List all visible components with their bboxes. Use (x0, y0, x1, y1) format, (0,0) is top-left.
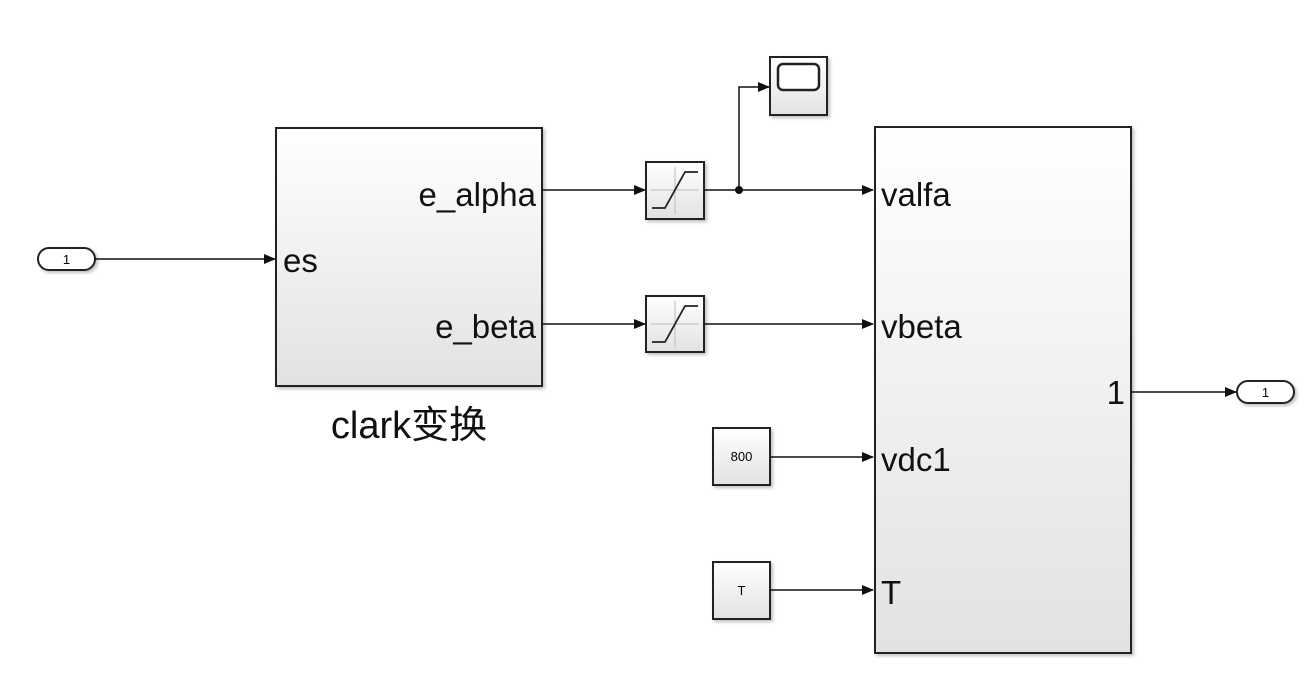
clark-block-title: clark变换 (331, 405, 487, 447)
port-label-valfa: valfa (881, 176, 951, 213)
port-label-es: es (283, 242, 318, 279)
saturation-icon (651, 167, 699, 214)
port-label-vdc1: vdc1 (881, 441, 951, 478)
saturation-block-2[interactable] (645, 295, 705, 353)
branch-point (735, 186, 743, 194)
inport-label: 1 (63, 252, 70, 267)
scope-icon (776, 62, 821, 92)
saturation-block-1[interactable] (645, 161, 705, 220)
constant-value: 800 (731, 449, 753, 464)
saturation-icon (651, 301, 699, 347)
signal-line-scope[interactable] (738, 82, 770, 190)
svpwm-subsystem-block[interactable]: valfa vbeta vdc1 T 1 (874, 126, 1132, 654)
port-label-e-alpha: e_alpha (419, 176, 537, 213)
port-label-out-1: 1 (1107, 374, 1125, 411)
port-label-e-beta: e_beta (435, 308, 537, 345)
clark-subsystem-block[interactable]: es e_alpha e_beta (275, 127, 543, 387)
constant-block-t[interactable]: T (712, 561, 771, 620)
scope-block[interactable] (769, 56, 828, 116)
inport-1[interactable]: 1 (37, 247, 96, 271)
constant-block-800[interactable]: 800 (712, 427, 771, 486)
constant-value: T (738, 583, 746, 598)
outport-1[interactable]: 1 (1236, 380, 1295, 404)
port-label-t: T (881, 574, 901, 611)
outport-label: 1 (1262, 385, 1269, 400)
port-label-vbeta: vbeta (881, 308, 962, 345)
